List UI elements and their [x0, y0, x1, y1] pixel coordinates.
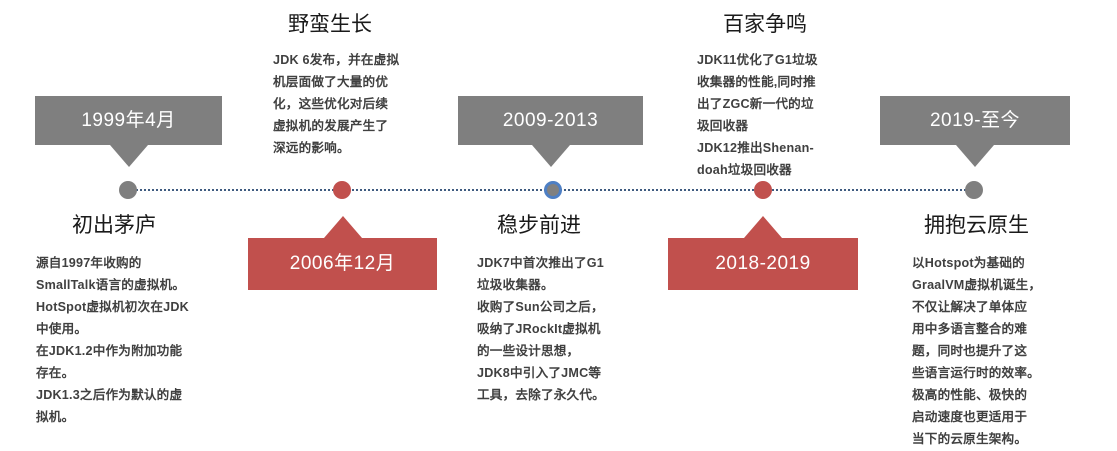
timeline-node-dot-4[interactable] [754, 181, 772, 199]
date-pill-label-2: 2006年12月 [289, 253, 396, 274]
pill-pointer-icon-4 [744, 216, 782, 238]
date-pill-2[interactable]: 2006年12月 [248, 216, 437, 290]
section-title-4: 百家争鸣 [723, 13, 807, 36]
section-title-2: 野蛮生长 [288, 13, 372, 36]
pill-pointer-icon-3 [531, 145, 570, 167]
date-pill-label-4: 2018-2019 [715, 253, 811, 274]
section-body-4: JDK11优化了G1垃圾 收集器的性能,同时推 出了ZGC新一代的垃 圾回收器 … [697, 53, 818, 177]
section-title-5: 拥抱云原生 [924, 214, 1029, 237]
section-body-1: 源自1997年收购的 SmallTalk语言的虚拟机。 HotSpot虚拟机初次… [36, 256, 189, 424]
date-pill-4[interactable]: 2018-2019 [668, 216, 858, 290]
timeline-node-dot-2[interactable] [333, 181, 351, 199]
section-body-5: 以Hotspot为基础的 GraalVM虚拟机诞生， 不仅让解决了单体应 用中多… [912, 256, 1042, 446]
section-body-3: JDK7中首次推出了G1 垃圾收集器。 收购了Sun公司之后， 吸纳了JRock… [477, 256, 605, 402]
date-pill-label-5: 2019-至今 [929, 110, 1021, 131]
timeline-node-dot-1[interactable] [119, 181, 137, 199]
pill-pointer-icon-2 [323, 216, 362, 238]
date-pill-3[interactable]: 2009-2013 [458, 96, 643, 167]
section-title-3: 稳步前进 [497, 214, 581, 237]
pill-pointer-icon-5 [956, 145, 994, 167]
date-pill-label-1: 1999年4月 [81, 110, 176, 131]
section-body-2: JDK 6发布，并在虚拟 机层面做了大量的优 化，这些优化对后续 虚拟机的发展产… [273, 53, 400, 155]
date-pill-5[interactable]: 2019-至今 [880, 96, 1070, 167]
section-title-1: 初出茅庐 [72, 214, 156, 237]
date-pill-label-3: 2009-2013 [502, 110, 599, 131]
timeline-node-dot-3[interactable] [544, 181, 562, 199]
pill-pointer-icon-1 [109, 145, 148, 167]
timeline-node-dot-5[interactable] [965, 181, 983, 199]
date-pill-1[interactable]: 1999年4月 [35, 96, 222, 167]
